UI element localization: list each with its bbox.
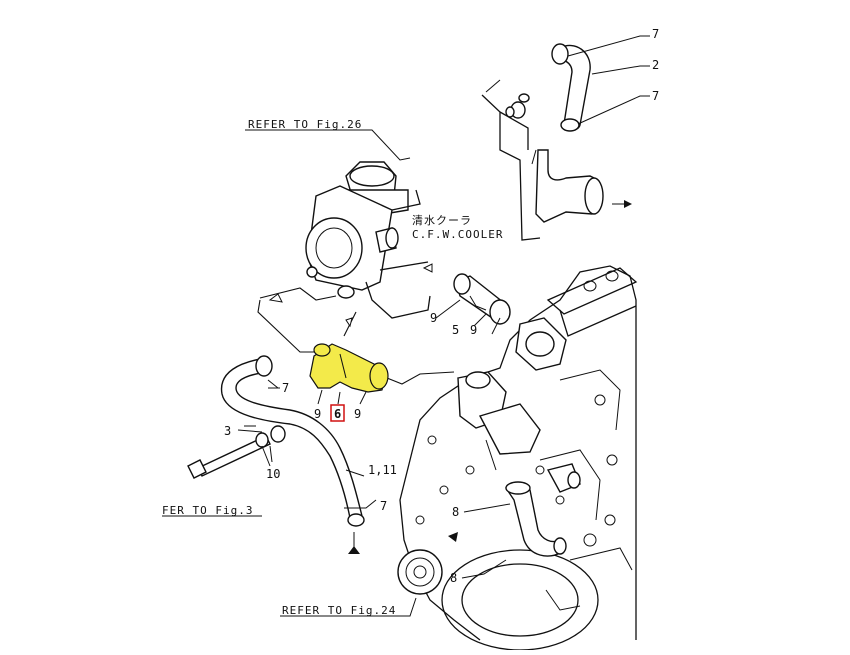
part-number-7-top: 7 (652, 27, 659, 41)
part-number-7-right: 7 (652, 89, 659, 103)
part-number-9-cooler-left: 9 (430, 311, 437, 325)
long-hose (220, 355, 377, 527)
cooler-label-jp: 清水クーラ (412, 214, 472, 227)
connection-lines (257, 287, 458, 554)
leader-lines (162, 299, 487, 617)
part-number-8-lower: 8 (450, 571, 457, 585)
ref-fig3-label: FER TO Fig.3 (162, 504, 253, 517)
part-number-9-b: 9 (354, 407, 361, 421)
part-number-9-a: 9 (314, 407, 321, 421)
cooler-label-en: C.F.W.COOLER (412, 228, 503, 241)
upper-pipe-assembly (481, 35, 650, 241)
part-number-5: 5 (452, 323, 459, 337)
part-6-highlight-box (330, 404, 345, 422)
part-6-highlighted-elbow (309, 343, 389, 393)
part-number-2: 2 (652, 58, 659, 72)
part-number-10: 10 (266, 467, 280, 481)
part-number-8-upper: 8 (452, 505, 459, 519)
part-number-7-lower: 7 (380, 499, 387, 513)
part-number-1-11: 1,11 (368, 463, 397, 477)
ref-fig26-label: REFER TO Fig.26 (248, 118, 362, 131)
cooler-assembly (245, 129, 433, 319)
ref-fig24-label: REFER TO Fig.24 (282, 604, 396, 617)
part-number-3: 3 (224, 424, 231, 438)
bolt-assembly (187, 425, 286, 479)
part-number-6: 6 (334, 407, 341, 421)
part-number-7-hose: 7 (282, 381, 289, 395)
part-5-tube (453, 273, 511, 335)
part-number-9-cooler-right: 9 (470, 323, 477, 337)
